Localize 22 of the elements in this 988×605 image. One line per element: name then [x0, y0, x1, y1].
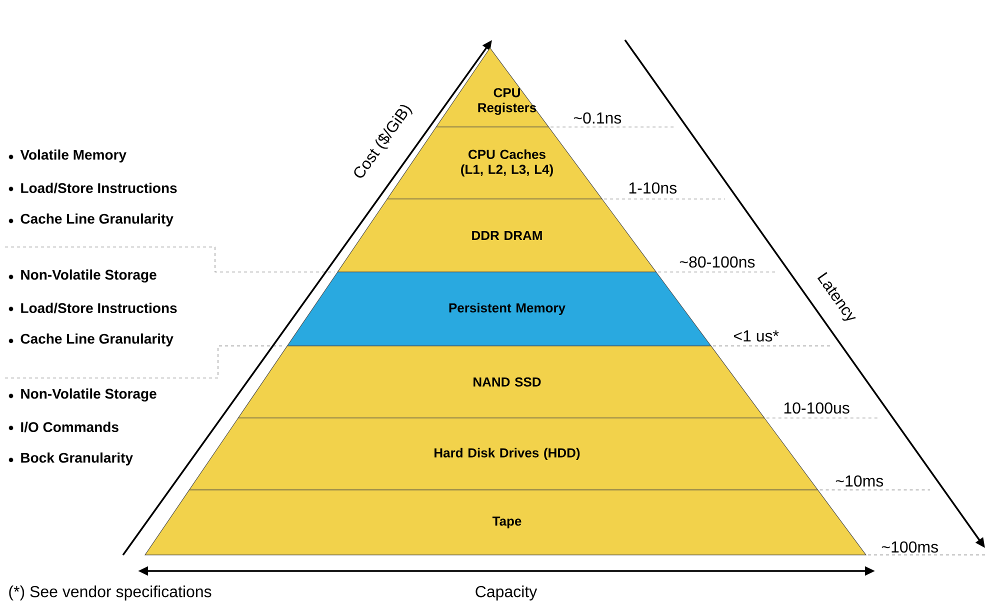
bullet-item: Cache Line Granularity [8, 213, 174, 226]
bullet-item: Non-Volatile Storage [8, 269, 156, 283]
latency-value: ~100ms [880, 540, 940, 554]
axis-label: Capacity [476, 586, 538, 600]
bullet-item: Volatile Memory [8, 149, 126, 162]
bullet-item: I/O Commands [8, 422, 118, 432]
latency-value: ~80-100ns [678, 255, 756, 269]
latency-value: 10-100us [782, 401, 851, 415]
bullet-item: Non-Volatile Storage [8, 388, 156, 402]
bullet-item: Bock Granularity [8, 452, 133, 466]
pyramid-tier: DDR DRAM [337, 198, 657, 272]
latency-value: 1-10ns [627, 181, 678, 195]
bullet-item: Cache Line Granularity [8, 333, 174, 346]
pyramid-tier: NAND SSD [238, 346, 765, 418]
latency-value: <1 us* [732, 329, 780, 343]
latency-value: ~0.1ns [572, 111, 623, 125]
latency-value: ~10ms [834, 474, 885, 488]
bullet-item: Load/Store Instructions [8, 302, 177, 314]
pyramid-tier: Persistent Memory [286, 272, 712, 346]
pyramid-tier: Hard Disk Drives (HDD) [188, 418, 818, 490]
footnote: (*) See vendor specifications [9, 586, 212, 600]
bullet-item: Load/Store Instructions [8, 182, 177, 194]
